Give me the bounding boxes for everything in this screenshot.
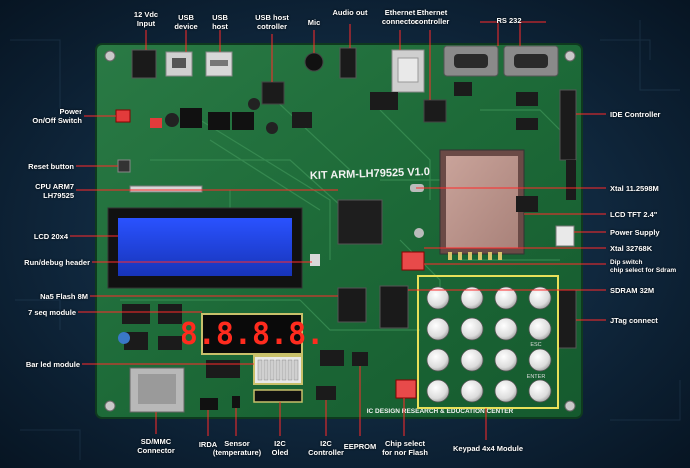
nand-flash-chip <box>337 287 367 323</box>
eeprom-chip <box>352 352 368 366</box>
i2c-oled <box>253 389 303 403</box>
power-switch <box>115 109 131 123</box>
keypad-key <box>528 348 552 372</box>
dip-switch-sdram <box>401 251 425 271</box>
ide-connector <box>559 89 577 161</box>
label-eeprom: EEPROM <box>343 442 377 451</box>
keypad-key <box>426 348 450 372</box>
label-rs232: RS 232 <box>496 16 522 25</box>
reset-button <box>117 159 131 173</box>
label-jtag-connect: JTag connect <box>610 316 658 325</box>
label-ide-controller: IDE Controller <box>610 110 661 119</box>
label-power-supply: Power Supply <box>610 228 660 237</box>
keypad-4x4: ESC ENTER <box>417 275 559 409</box>
board-footer: IC DESIGN RESEARCH & EDUCATION CENTER <box>367 408 514 415</box>
power-supply-connector <box>555 225 575 247</box>
label-lcd-20x4: LCD 20x4 <box>33 232 68 241</box>
label-usb-host: USB host <box>212 13 228 31</box>
lcd-20x4-screen <box>118 218 292 276</box>
cpu-chip <box>337 199 383 245</box>
key-legend-esc: ESC <box>530 342 541 348</box>
background-circuit-pattern <box>10 20 681 460</box>
audio-jack <box>339 47 357 79</box>
label-dip-switch-sdram: Dip switch chip select for Sdram <box>610 259 677 274</box>
keypad-key <box>494 379 518 403</box>
label-7seg-module: 7 seq module <box>28 308 76 317</box>
label-12v-input: 12 Vdc Input <box>133 10 159 28</box>
key-legend-enter: ENTER <box>527 374 546 380</box>
label-bar-led-module: Bar led module <box>25 360 80 369</box>
label-usb-device: USB device <box>174 13 198 31</box>
label-power-switch: Power On/Off Switch <box>32 107 82 125</box>
label-usb-host-controller: USB host cotroller <box>255 13 289 31</box>
label-run-debug-header: Run/debug header <box>24 258 90 267</box>
keypad-key <box>460 286 484 310</box>
label-reset-button: Reset button <box>28 162 74 171</box>
seven-segment-digits: 8.8.8.8. <box>180 317 325 352</box>
leader-lines <box>70 21 606 440</box>
label-irda: IRDA <box>198 440 218 449</box>
label-ethernet-controller: Ethernet controller <box>414 8 450 26</box>
board-title: KIT ARM-LH79525 V1.0 <box>310 166 430 182</box>
label-keypad: Keypad 4x4 Module <box>452 444 524 453</box>
xtal-2 <box>414 228 424 238</box>
keypad-key <box>460 317 484 341</box>
label-mic: Mic <box>307 18 321 27</box>
keypad-key <box>460 379 484 403</box>
label-audio-out: Audio out <box>332 8 368 17</box>
jtag-connector <box>557 289 577 349</box>
keypad-key <box>494 317 518 341</box>
keypad-key <box>528 317 552 341</box>
label-cpu: CPU ARM7 LH79525 <box>35 182 74 200</box>
keypad-key <box>426 286 450 310</box>
sdram-chip <box>379 285 409 329</box>
label-ethernet-connector: Ethernet connector <box>381 8 419 26</box>
keypad-key <box>528 379 552 403</box>
usb-host-controller-chip <box>261 81 285 105</box>
keypad-key <box>494 286 518 310</box>
label-sdram: SDRAM 32M <box>610 286 655 295</box>
seven-segment-module <box>201 313 303 355</box>
label-sd-mmc: SD/MMC Connector <box>137 437 175 455</box>
ethernet-controller-chip <box>423 99 447 123</box>
label-lcd-tft: LCD TFT 2.4" <box>610 210 658 219</box>
label-sensor: Sensor (temperature) <box>212 439 262 457</box>
keypad-key <box>528 286 552 310</box>
label-nand-flash: Na5 Flash 8M <box>40 292 88 301</box>
dip-switch-nor-flash <box>395 379 417 399</box>
components: 8.8.8.8. <box>107 45 577 415</box>
label-chip-select-nor: Chip select for nor Flash <box>382 439 428 457</box>
label-i2c-oled: I2C Oled <box>271 439 289 457</box>
keypad-key <box>426 379 450 403</box>
label-i2c-controller: I2C Controller <box>308 439 344 457</box>
mic <box>304 52 324 72</box>
keypad-key <box>426 317 450 341</box>
label-xtal-2: Xtal 32768K <box>610 244 653 253</box>
keypad-key <box>460 348 484 372</box>
irda <box>200 398 218 410</box>
tft-screen <box>446 156 518 248</box>
label-xtal-1: Xtal 11.2598M <box>610 184 659 193</box>
i2c-controller-chip <box>316 386 336 400</box>
keypad-key <box>494 348 518 372</box>
temperature-sensor <box>232 396 240 408</box>
power-jack <box>131 49 157 79</box>
